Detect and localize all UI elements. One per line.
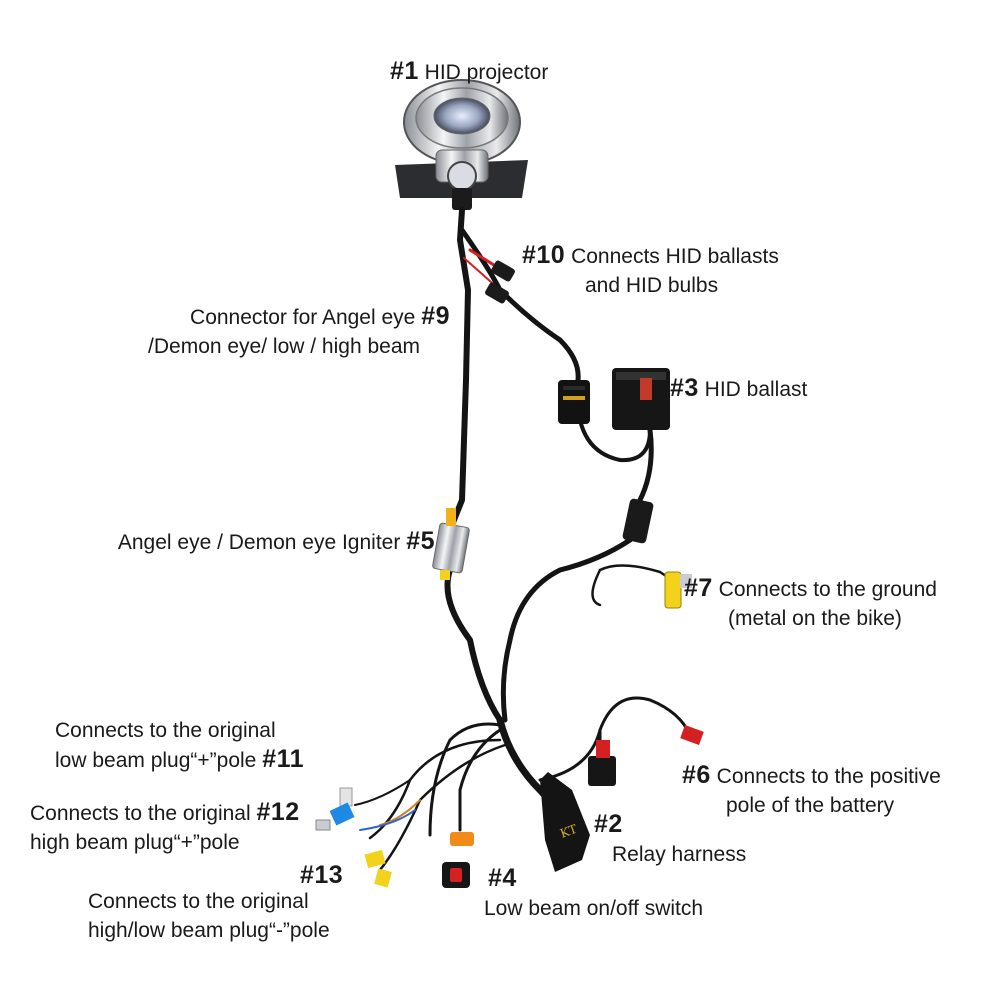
callout-text: HID projector	[424, 61, 549, 84]
callout-text: Angel eye / Demon eye Igniter	[117, 531, 401, 554]
callout-low-beam-switch: #4 Low beam on/off switch	[484, 864, 703, 923]
callout-ground: #7 Connects to the ground (metal on the …	[684, 574, 937, 633]
callout-number: #11	[262, 745, 305, 773]
callout-number-13: #13	[300, 861, 343, 891]
callout-text: Connects to the original	[55, 719, 276, 742]
hid-ballast	[558, 368, 670, 430]
callout-number: #10	[522, 241, 566, 269]
callout-text: high/low beam plug“-”pole	[88, 919, 330, 942]
callout-hid-connectors: #10 Connects HID ballasts and HID bulbs	[522, 241, 779, 300]
callout-text: HID ballast	[704, 378, 808, 401]
callout-hid-projector: #1 HID projector	[390, 57, 548, 87]
callout-text: Relay harness	[612, 843, 747, 866]
callout-number: #1	[390, 57, 419, 85]
beam-plug-terminals	[315, 787, 392, 888]
callout-number: #7	[684, 574, 713, 602]
callout-text: and HID bulbs	[585, 274, 719, 297]
hid-bulb-connectors	[485, 260, 515, 304]
callout-text: high beam plug“+”pole	[30, 831, 240, 854]
callout-battery-positive: #6 Connects to the positive pole of the …	[682, 761, 941, 820]
ground-terminal	[664, 571, 692, 609]
callout-text: Connects to the original	[88, 890, 309, 913]
callout-number: #13	[300, 861, 344, 889]
callout-number: #2	[594, 810, 623, 838]
callout-high-beam-plug: Connects to the original #12 high beam p…	[30, 798, 300, 857]
callout-text: Connects to the positive	[716, 765, 941, 788]
ballast-plug	[622, 498, 654, 544]
callout-number: #3	[670, 374, 699, 402]
callout-number: #6	[682, 761, 711, 789]
angel-eye-igniter	[432, 508, 470, 580]
callout-igniter: Angel eye / Demon eye Igniter #5	[118, 527, 435, 557]
callout-text: Connector for Angel eye	[190, 306, 416, 329]
low-beam-switch	[442, 832, 474, 888]
callout-text: Connects to the original	[30, 802, 251, 825]
callout-number: #9	[421, 302, 450, 330]
callout-text: pole of the battery	[726, 794, 895, 817]
callout-hid-ballast: #3 HID ballast	[670, 374, 807, 404]
callout-text: /Demon eye/ low / high beam	[148, 335, 420, 358]
svg-text:KT: KT	[558, 822, 579, 841]
callout-relay-harness: #2 Relay harness	[594, 810, 746, 869]
callout-text: Connects HID ballasts	[571, 245, 779, 268]
callout-low-beam-plug: Connects to the original low beam plug“+…	[55, 716, 304, 775]
callout-number: #4	[488, 864, 517, 892]
callout-number: #12	[256, 798, 300, 826]
callout-text: Low beam on/off switch	[484, 897, 704, 920]
hid-projector	[395, 79, 528, 210]
relay-harness: KT	[540, 772, 590, 872]
callout-text: (metal on the bike)	[728, 607, 902, 630]
battery-positive-connectors	[588, 725, 704, 786]
callout-text: Connects to the ground	[718, 578, 937, 601]
callout-angel-eye-connector: Connector for Angel eye #9 /Demon eye/ l…	[148, 302, 450, 361]
callout-ground-plug: Connects to the original high/low beam p…	[88, 887, 330, 945]
callout-text: low beam plug“+”pole	[55, 749, 257, 772]
callout-number: #5	[406, 527, 435, 555]
harness-wires	[354, 207, 692, 872]
